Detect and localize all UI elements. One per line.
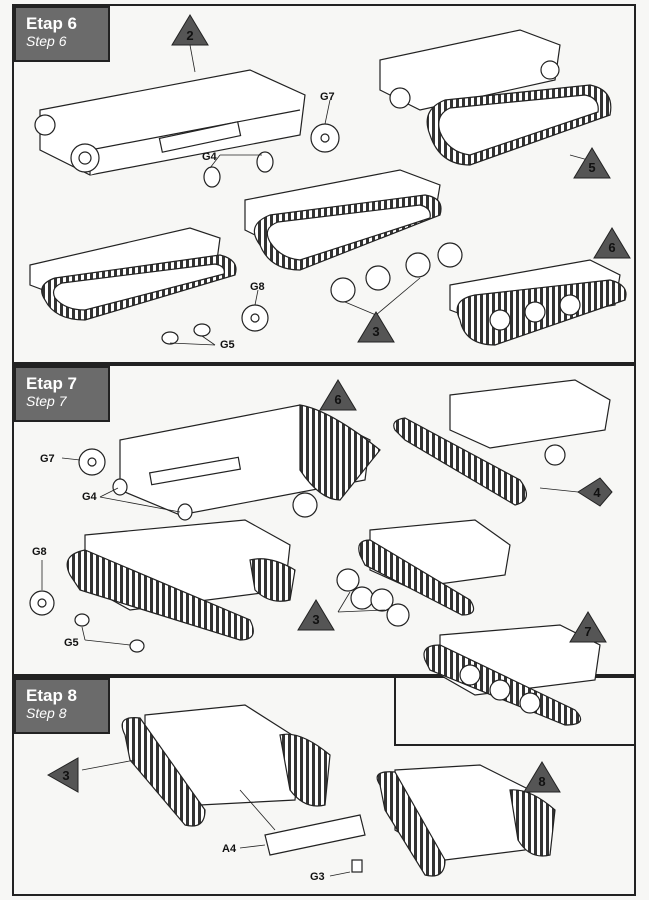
step-6-label: Etap 6 Step 6 xyxy=(14,6,110,62)
step6-hull-complete xyxy=(449,259,627,346)
step8-triangle-3 xyxy=(46,757,79,793)
step6-triangle-3-label: 3 xyxy=(372,324,379,339)
step7-triangle-4-label: 4 xyxy=(593,485,601,500)
step-8-panel xyxy=(12,676,636,896)
step6-part-g4: G4 xyxy=(202,151,218,163)
step8-panel-notch xyxy=(394,676,636,746)
step7-hull-left xyxy=(66,519,296,641)
step-title: Etap 7 xyxy=(26,374,78,393)
step7-triangle-4 xyxy=(577,477,613,507)
step6-wheels xyxy=(161,123,463,345)
step-title: Etap 6 xyxy=(26,14,78,33)
step8-leader-lines xyxy=(81,759,351,877)
step6-part-g7: G7 xyxy=(320,91,335,103)
step-7-label: Etap 7 Step 7 xyxy=(14,366,110,422)
step-subtitle: Step 6 xyxy=(26,33,67,49)
step7-part-g8: G8 xyxy=(32,546,47,558)
step6-hull-bare xyxy=(34,69,306,176)
step-subtitle: Step 8 xyxy=(26,705,67,721)
step7-triangle-3 xyxy=(297,599,335,631)
step6-triangle-2 xyxy=(171,14,209,46)
step7-hull-main xyxy=(119,404,381,518)
step-6-panel xyxy=(12,4,636,364)
step-title: Etap 8 xyxy=(26,686,78,705)
step8-triangle-8-label: 8 xyxy=(538,774,545,789)
step6-triangle-5 xyxy=(573,147,611,179)
step7-triangle-6 xyxy=(319,379,357,411)
step6-part-g5: G5 xyxy=(220,339,235,351)
step6-triangle-2-label: 2 xyxy=(186,28,193,43)
step7-triangle-6-label: 6 xyxy=(334,392,341,407)
step7-part-g4: G4 xyxy=(82,491,98,503)
step6-part-g8: G8 xyxy=(250,281,265,293)
step8-triangle-3-label: 3 xyxy=(62,768,69,783)
step7-hull-complete xyxy=(423,624,601,726)
step8-plate-a4 xyxy=(264,814,366,873)
step7-triangle-3-label: 3 xyxy=(312,612,319,627)
step7-triangle-7-label: 7 xyxy=(584,624,591,639)
step-7-panel xyxy=(12,364,636,676)
step8-hull-complete xyxy=(376,764,556,877)
step7-wheels xyxy=(29,448,410,653)
step7-leader-lines xyxy=(41,457,579,646)
step7-triangle-7 xyxy=(569,611,607,643)
step6-triangle-5-label: 5 xyxy=(588,160,595,175)
step8-part-a4: A4 xyxy=(222,843,237,855)
step6-hull-left xyxy=(29,227,237,321)
step7-part-g5: G5 xyxy=(64,637,79,649)
step7-part-g7: G7 xyxy=(40,453,55,465)
step8-triangle-8 xyxy=(523,761,561,793)
step8-part-g3: G3 xyxy=(310,871,325,883)
step-8-label: Etap 8 Step 8 xyxy=(14,678,110,734)
step7-hull-mid xyxy=(358,519,511,616)
step7-hull-right xyxy=(393,379,611,506)
step6-hull-tracked xyxy=(379,29,612,166)
step6-leader-lines xyxy=(169,44,589,346)
step6-hull-mid xyxy=(244,169,442,271)
step8-hull-main xyxy=(121,704,331,827)
step-subtitle: Step 7 xyxy=(26,393,67,409)
step6-triangle-6-label: 6 xyxy=(608,240,615,255)
step6-triangle-3 xyxy=(357,311,395,343)
step6-triangle-6 xyxy=(593,227,631,259)
